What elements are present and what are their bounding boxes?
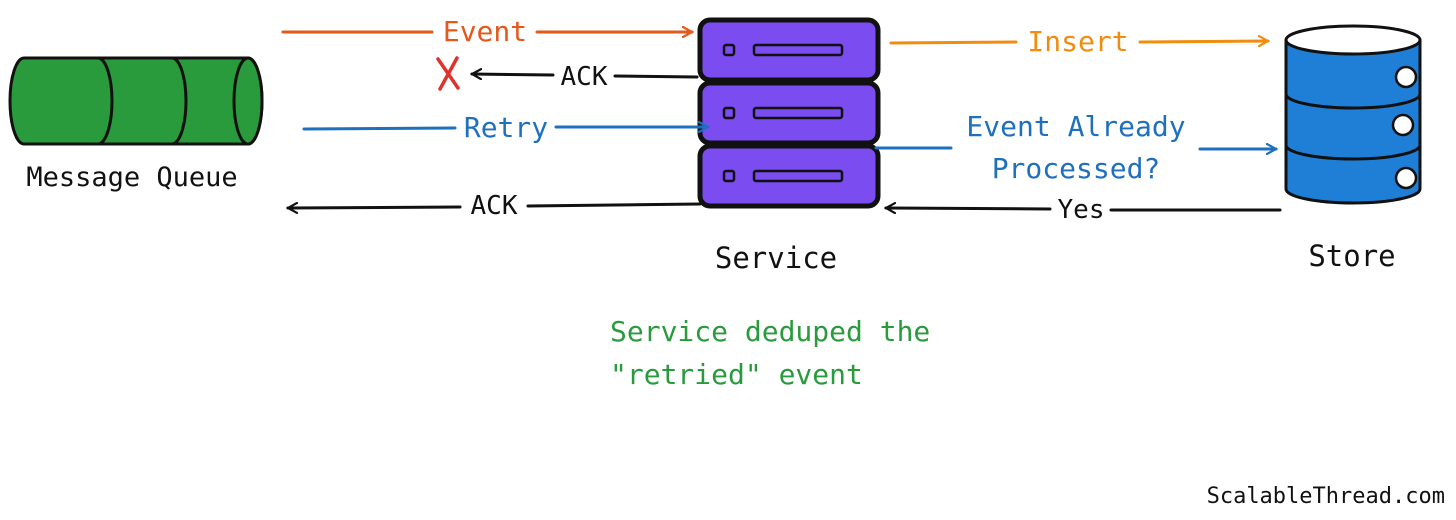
service-label: Service [715,241,837,275]
already-processed-label-line1: Event Already [966,110,1185,143]
insert-arrow [889,41,1268,43]
failed-ack-arrow [472,74,699,77]
dedup-note-line2: "retried" event [610,358,863,391]
yes-arrow-label: Yes [1058,195,1105,225]
store-database-icon [1284,24,1422,205]
already-processed-label-line2: Processed? [992,152,1161,185]
store-label: Store [1308,239,1395,273]
yes-arrow [886,208,1282,210]
message-queue-label: Message Queue [26,162,237,193]
service-server-icon [697,17,881,209]
failure-x-icon [436,56,460,91]
ack-arrow [288,204,702,208]
retry-arrow [302,127,708,129]
dedup-note-line1: Service deduped the [610,315,930,348]
insert-arrow-label: Insert [1027,25,1128,58]
message-queue-icon [8,56,264,146]
already-processed-arrow [874,148,1276,149]
retry-arrow-label: Retry [464,111,548,144]
watermark: ScalableThread.com [1207,484,1445,509]
ack-arrow-label: ACK [471,191,518,221]
event-arrow-label: Event [443,15,527,48]
failed-ack-label: ACK [561,62,608,92]
